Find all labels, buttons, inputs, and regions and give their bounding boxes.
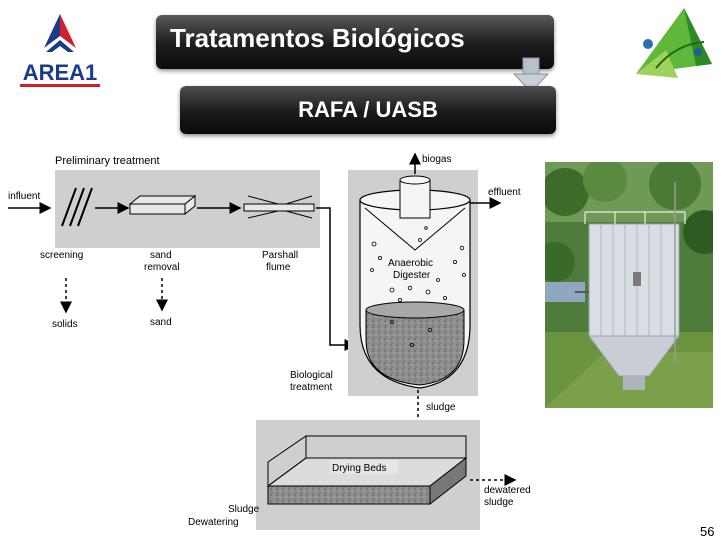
title-banner: Tratamentos Biológicos bbox=[156, 15, 554, 69]
sludge-dewatering-label-2: Dewatering bbox=[188, 517, 239, 528]
biological-label-2: treatment bbox=[290, 382, 332, 393]
biogas-label: biogas bbox=[422, 154, 451, 165]
sand-removal-label-2: removal bbox=[144, 262, 180, 273]
screening-icon bbox=[61, 187, 93, 227]
down-arrow-icon bbox=[512, 57, 550, 93]
parshall-label-2: flume bbox=[266, 262, 291, 273]
biological-label-1: Biological bbox=[290, 370, 333, 381]
parshall-flume-icon bbox=[243, 195, 315, 219]
influent-label: influent bbox=[8, 191, 40, 202]
area1-logo-text: AREA1 bbox=[23, 60, 98, 85]
solids-label: solids bbox=[52, 319, 78, 330]
sand-removal-label-1: sand bbox=[150, 250, 172, 261]
leaf-logo-icon bbox=[636, 8, 712, 78]
page-number: 56 bbox=[700, 524, 715, 539]
sand-label: sand bbox=[150, 317, 172, 328]
dewatered-label-2: sludge bbox=[484, 497, 514, 508]
dewatered-label-1: dewatered bbox=[484, 485, 531, 496]
subtitle-banner: RAFA / UASB bbox=[180, 86, 556, 134]
page-title: Tratamentos Biológicos bbox=[170, 23, 465, 53]
screening-label: screening bbox=[40, 250, 83, 261]
uasb-reactor-photo bbox=[545, 162, 713, 408]
page-subtitle: RAFA / UASB bbox=[298, 97, 438, 122]
anaerobic-digester bbox=[359, 175, 471, 389]
area1-logo: AREA1 bbox=[10, 10, 110, 92]
drying-beds-label: Drying Beds bbox=[332, 463, 386, 474]
sludge-label: sludge bbox=[426, 402, 456, 413]
sludge-dewatering-label-1: Sludge bbox=[228, 504, 260, 515]
digester-label-1: Anaerobic bbox=[388, 258, 433, 269]
digester-label-2: Digester bbox=[393, 270, 431, 281]
parshall-label-1: Parshall bbox=[262, 250, 298, 261]
uasb-process-diagram: Preliminary treatment influent screening… bbox=[8, 152, 531, 530]
sand-removal-icon bbox=[128, 194, 197, 216]
effluent-label: effluent bbox=[488, 187, 521, 198]
preliminary-title: Preliminary treatment bbox=[55, 155, 160, 167]
